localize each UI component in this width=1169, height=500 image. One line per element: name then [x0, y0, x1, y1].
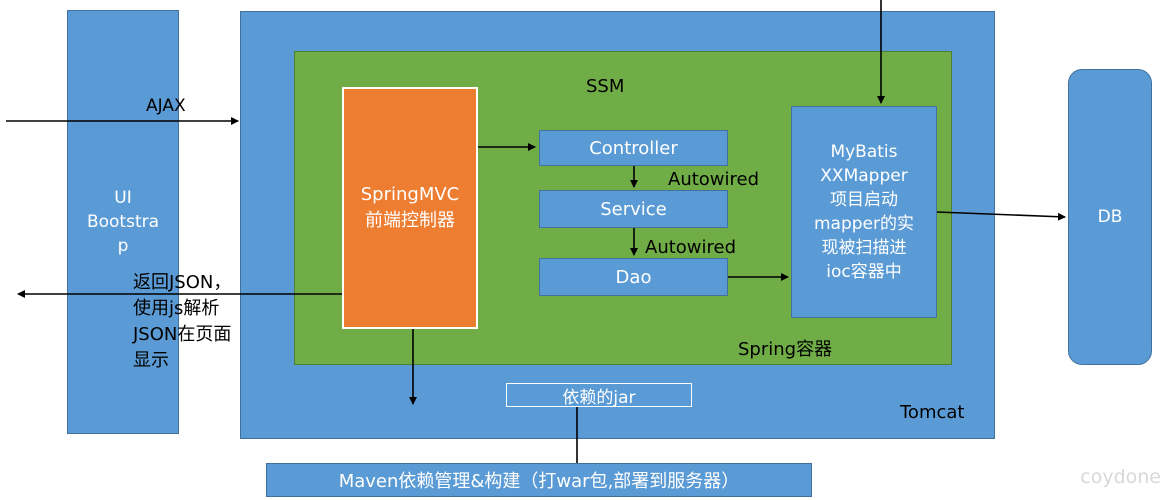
ajax-label: AJAX	[146, 96, 186, 116]
maven-box: Maven依赖管理&构建（打war包,部署到服务器）	[266, 463, 812, 497]
spring-container-label: Spring容器	[738, 339, 833, 360]
jar-label: 依赖的jar	[562, 387, 636, 408]
jar-box: 依赖的jar	[506, 383, 692, 408]
springmvc-label: SpringMVC 前端控制器	[360, 184, 460, 231]
autowired-label-2: Autowired	[645, 237, 737, 258]
db-box: DB	[1068, 69, 1152, 365]
controller-label: Controller	[589, 137, 678, 159]
tomcat-label: Tomcat	[900, 402, 965, 423]
autowired-label-1: Autowired	[668, 169, 760, 190]
controller-box: Controller	[539, 130, 728, 166]
ui-bootstrap-label: UI Bootstra p	[86, 188, 160, 256]
watermark: coydone	[1080, 466, 1161, 488]
dao-box: Dao	[539, 258, 728, 296]
return-json-label: 返回JSON， 使用js解析 JSON在页面 显示	[133, 272, 232, 371]
dao-label: Dao	[615, 266, 652, 288]
springmvc-box: SpringMVC 前端控制器	[342, 87, 478, 329]
ui-bootstrap-box: UI Bootstra p	[67, 10, 179, 434]
service-box: Service	[539, 190, 728, 228]
mybatis-box: MyBatis XXMapper 项目启动 mapper的实 现被扫描进 ioc…	[791, 106, 937, 318]
ssm-label: SSM	[586, 76, 625, 97]
maven-label: Maven依赖管理&构建（打war包,部署到服务器）	[338, 471, 740, 492]
db-label: DB	[1097, 207, 1123, 227]
service-label: Service	[600, 198, 667, 220]
mybatis-label: MyBatis XXMapper 项目启动 mapper的实 现被扫描进 ioc…	[813, 142, 914, 282]
